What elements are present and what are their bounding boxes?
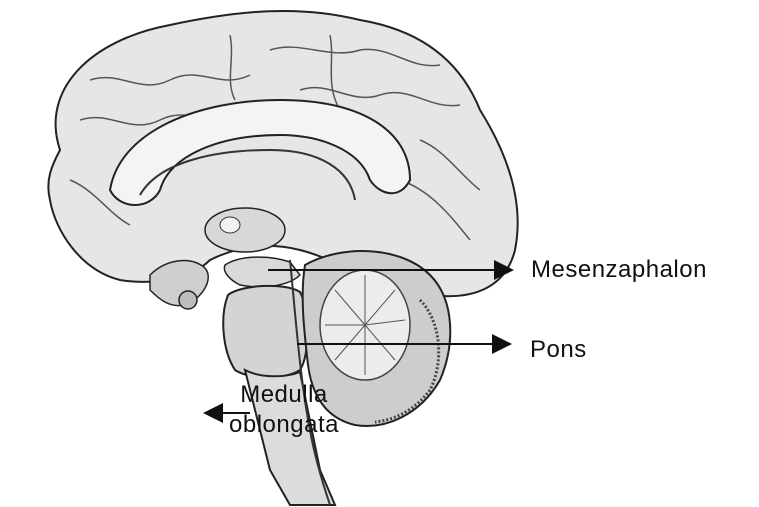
third-ventricle-body	[220, 217, 240, 233]
midbrain	[224, 257, 300, 287]
cerebrum	[48, 11, 517, 296]
pons	[223, 286, 307, 378]
label-medulla-line1: Medulla	[200, 380, 368, 410]
label-pons: Pons	[530, 335, 587, 365]
label-mesencephalon: Mesenzaphalon	[531, 255, 707, 285]
label-medulla-line2: oblongata	[200, 410, 368, 440]
label-medulla-oblongata: Medulla oblongata	[200, 380, 368, 440]
thalamus	[205, 208, 285, 252]
pituitary	[179, 291, 197, 309]
